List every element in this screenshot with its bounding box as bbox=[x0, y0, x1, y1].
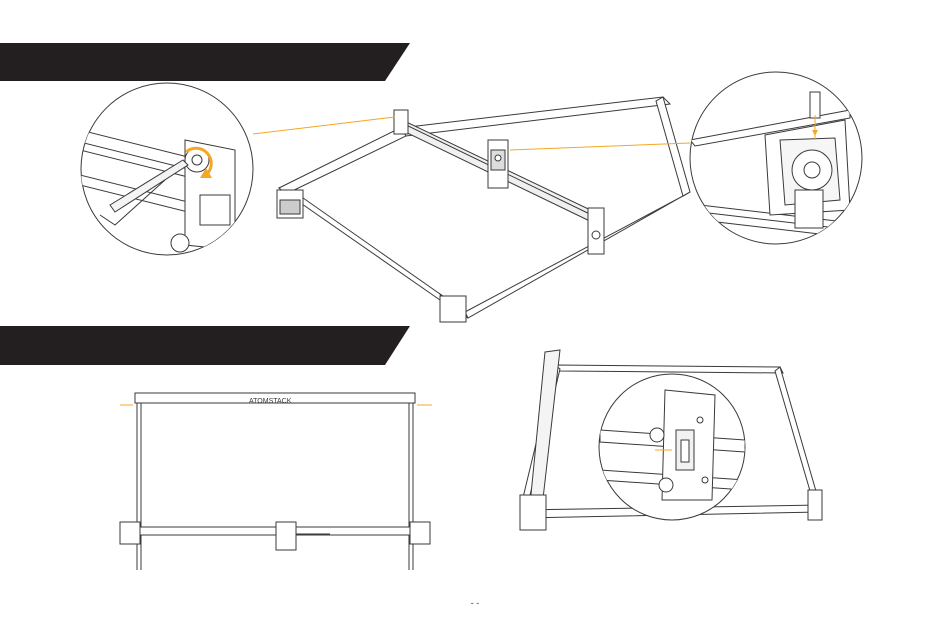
main-frame-isometric bbox=[277, 97, 690, 322]
front-view-frame bbox=[120, 393, 432, 570]
detail-circle-left bbox=[80, 83, 253, 255]
callout-line-left bbox=[253, 117, 395, 134]
detail-circle-bottom bbox=[599, 374, 745, 520]
callout-line-right bbox=[510, 143, 690, 150]
detail-circle-right bbox=[690, 72, 870, 244]
brand-text: ATOMSTACK bbox=[249, 398, 292, 405]
page-number: - - bbox=[471, 598, 480, 608]
